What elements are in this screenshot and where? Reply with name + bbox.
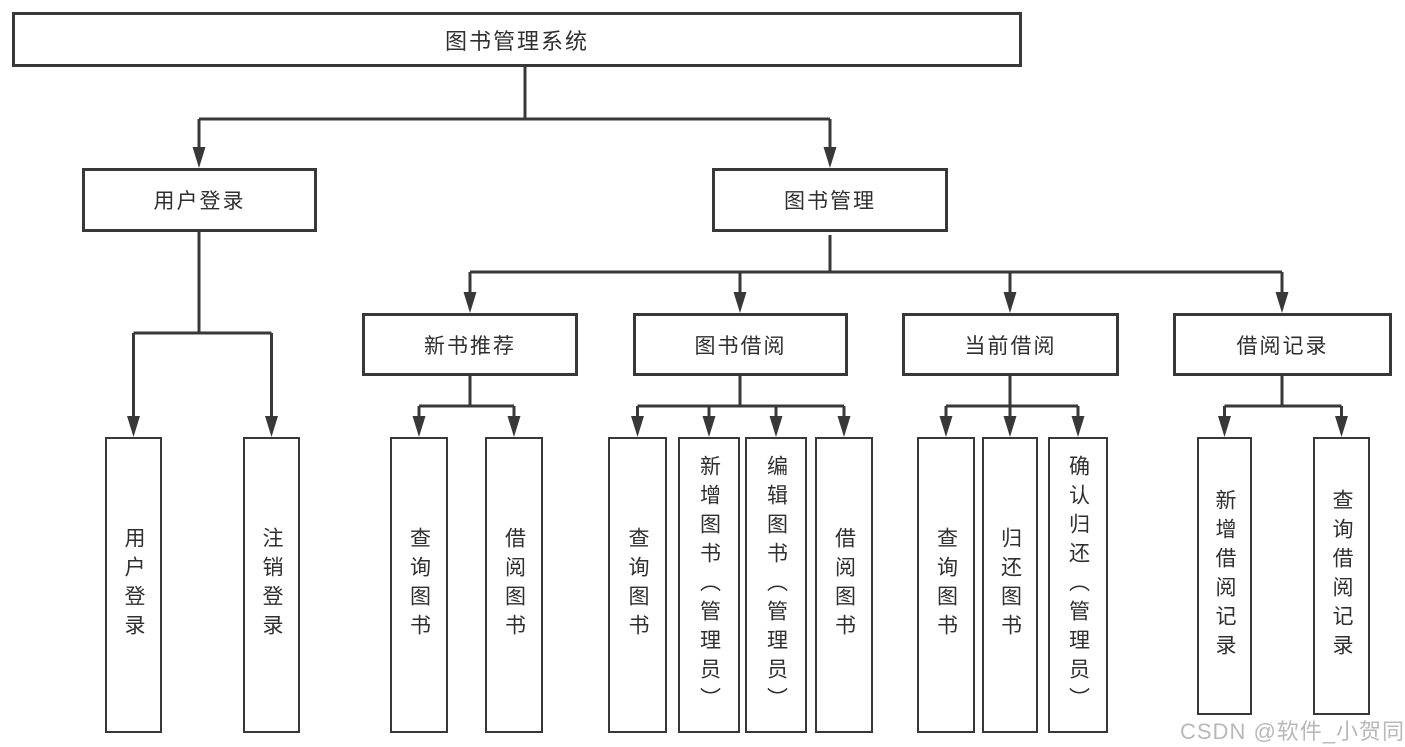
connector-paths bbox=[132, 67, 1343, 419]
leaf-borrow-edit-books-admin: 编辑图书（管理员） bbox=[745, 437, 807, 733]
leaf-borrow-edit-books-admin-label: 编辑图书（管理员） bbox=[764, 454, 788, 716]
leaf-borrow-borrow-books: 借阅图书 bbox=[815, 437, 873, 733]
leaf-user-login: 用户登录 bbox=[105, 437, 162, 733]
leaf-recommend-borrow-books: 借阅图书 bbox=[485, 437, 543, 733]
leaf-borrow-add-books-admin: 新增图书（管理员） bbox=[678, 437, 740, 733]
leaf-current-query-books-label: 查询图书 bbox=[934, 527, 958, 643]
leaf-record-query-borrow-record-label: 查询借阅记录 bbox=[1330, 489, 1353, 663]
leaf-borrow-add-books-admin-label: 新增图书（管理员） bbox=[697, 454, 721, 716]
node-borrowing-records-label: 借阅记录 bbox=[1236, 334, 1329, 358]
leaf-borrow-query-books-label: 查询图书 bbox=[626, 527, 649, 643]
leaf-borrow-borrow-books-label: 借阅图书 bbox=[832, 527, 856, 643]
leaf-current-return-books: 归还图书 bbox=[982, 437, 1038, 733]
node-current-borrowing: 当前借阅 bbox=[902, 313, 1119, 376]
node-library-system-label: 图书管理系统 bbox=[444, 28, 589, 54]
node-book-management: 图书管理 bbox=[712, 168, 948, 232]
node-library-system: 图书管理系统 bbox=[12, 12, 1022, 67]
leaf-logout-login: 注销登录 bbox=[243, 437, 300, 733]
node-current-borrowing-label: 当前借阅 bbox=[964, 334, 1057, 358]
leaf-user-login-label: 用户登录 bbox=[122, 527, 145, 643]
node-user-login-label: 用户登录 bbox=[153, 190, 246, 213]
leaf-current-return-books-label: 归还图书 bbox=[998, 527, 1022, 643]
arrowheads bbox=[127, 147, 1348, 437]
leaf-record-add-borrow-record: 新增借阅记录 bbox=[1197, 437, 1252, 715]
node-new-book-recommend: 新书推荐 bbox=[362, 313, 578, 376]
node-book-borrowing-label: 图书借阅 bbox=[694, 334, 787, 358]
node-book-borrowing: 图书借阅 bbox=[633, 313, 848, 376]
leaf-current-query-books: 查询图书 bbox=[917, 437, 975, 733]
leaf-current-confirm-return-admin: 确认归还（管理员） bbox=[1048, 437, 1108, 733]
leaf-recommend-query-books: 查询图书 bbox=[390, 437, 448, 733]
node-borrowing-records: 借阅记录 bbox=[1173, 313, 1392, 376]
leaf-record-query-borrow-record: 查询借阅记录 bbox=[1313, 437, 1370, 715]
node-user-login: 用户登录 bbox=[82, 168, 317, 232]
csdn-watermark: CSDN @软件_小贺同学 bbox=[1180, 719, 1405, 744]
node-new-book-recommend-label: 新书推荐 bbox=[424, 334, 516, 358]
node-book-management-label: 图书管理 bbox=[784, 190, 876, 213]
leaf-logout-login-label: 注销登录 bbox=[260, 527, 283, 643]
leaf-recommend-borrow-books-label: 借阅图书 bbox=[502, 527, 526, 643]
leaf-current-confirm-return-admin-label: 确认归还（管理员） bbox=[1066, 454, 1090, 716]
leaf-borrow-query-books: 查询图书 bbox=[608, 437, 667, 733]
leaf-recommend-query-books-label: 查询图书 bbox=[407, 527, 431, 643]
leaf-record-add-borrow-record-label: 新增借阅记录 bbox=[1213, 489, 1236, 663]
